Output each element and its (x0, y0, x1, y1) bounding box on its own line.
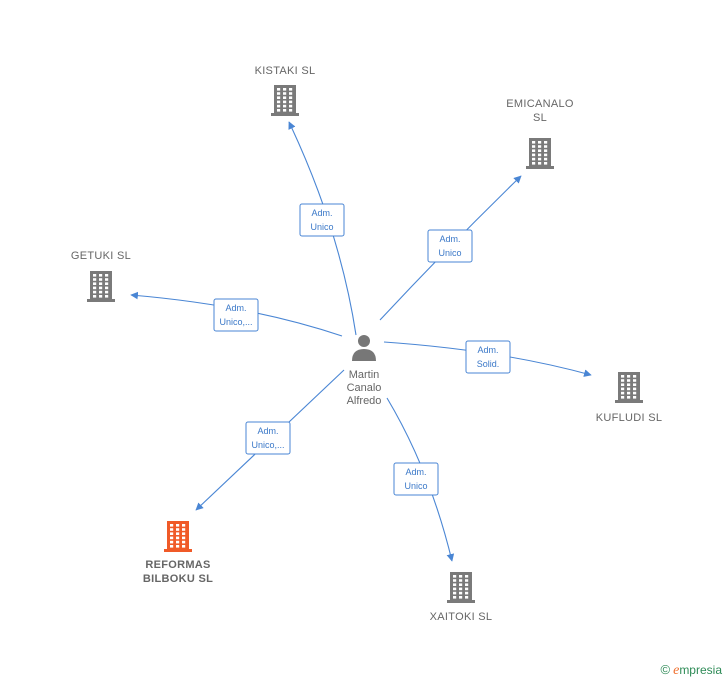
company-label[interactable]: XAITOKI SL (430, 611, 493, 623)
building-icon[interactable] (271, 85, 299, 116)
edge-label-text: Unico (438, 248, 461, 258)
edge-label-kistaki[interactable]: Adm. Unico (299, 203, 345, 237)
edge-label-text: Adm. (477, 345, 498, 355)
company-node-getuki[interactable]: GETUKI SL (71, 250, 131, 302)
building-icon[interactable] (164, 521, 192, 552)
person-label[interactable]: Martin (349, 369, 380, 381)
company-node-kistaki[interactable]: KISTAKI SL (255, 65, 316, 116)
person-icon (352, 335, 376, 361)
edge-label-box (245, 421, 291, 455)
brand-e: e (673, 663, 680, 678)
edge-label-reformas-bilboku[interactable]: Adm. Unico,... (245, 421, 291, 455)
edge-label-text: Adm. (311, 208, 332, 218)
company-label[interactable]: EMICANALO (506, 98, 574, 110)
company-label[interactable]: REFORMAS (145, 559, 210, 571)
edge-label-text: Unico,... (251, 440, 284, 450)
edge-label-kufludi[interactable]: Adm. Solid. (465, 340, 511, 374)
company-label[interactable]: SL (533, 112, 547, 124)
edge-label-box (465, 340, 511, 374)
person-label[interactable]: Canalo (347, 382, 382, 394)
building-icon[interactable] (447, 572, 475, 603)
company-label[interactable]: KUFLUDI SL (596, 412, 663, 424)
company-label[interactable]: GETUKI SL (71, 250, 131, 262)
edge-label-emicanalo[interactable]: Adm. Unico (427, 229, 473, 263)
edge-label-box (427, 229, 473, 263)
edge-label-text: Adm. (439, 234, 460, 244)
person-label[interactable]: Alfredo (347, 395, 382, 407)
building-icon[interactable] (526, 138, 554, 169)
edge-label-box (213, 298, 259, 332)
edge-label-text: Solid. (477, 359, 500, 369)
edge-label-text: Adm. (257, 426, 278, 436)
edge-label-box (299, 203, 345, 237)
company-node-xaitoki[interactable]: XAITOKI SL (430, 572, 493, 623)
edge-label-text: Adm. (405, 467, 426, 477)
edge-label-xaitoki[interactable]: Adm. Unico (393, 462, 439, 496)
empresia-brand: ©empresia (661, 662, 723, 679)
edge-label-getuki[interactable]: Adm. Unico,... (213, 298, 259, 332)
copyright-symbol: © (660, 662, 671, 677)
company-node-reformas-bilboku[interactable]: REFORMAS BILBOKU SL (143, 521, 213, 585)
building-icon[interactable] (615, 372, 643, 403)
company-label[interactable]: BILBOKU SL (143, 573, 213, 585)
edge-label-box (393, 462, 439, 496)
company-label[interactable]: KISTAKI SL (255, 65, 316, 77)
brand-name: mpresia (679, 663, 722, 677)
edge-label-text: Unico (310, 222, 333, 232)
building-icon[interactable] (87, 271, 115, 302)
company-node-kufludi[interactable]: KUFLUDI SL (596, 372, 663, 424)
edge-label-text: Unico,... (219, 317, 252, 327)
edge-label-text: Unico (404, 481, 427, 491)
edge-label-text: Adm. (225, 303, 246, 313)
company-node-emicanalo[interactable]: EMICANALO SL (506, 98, 574, 169)
